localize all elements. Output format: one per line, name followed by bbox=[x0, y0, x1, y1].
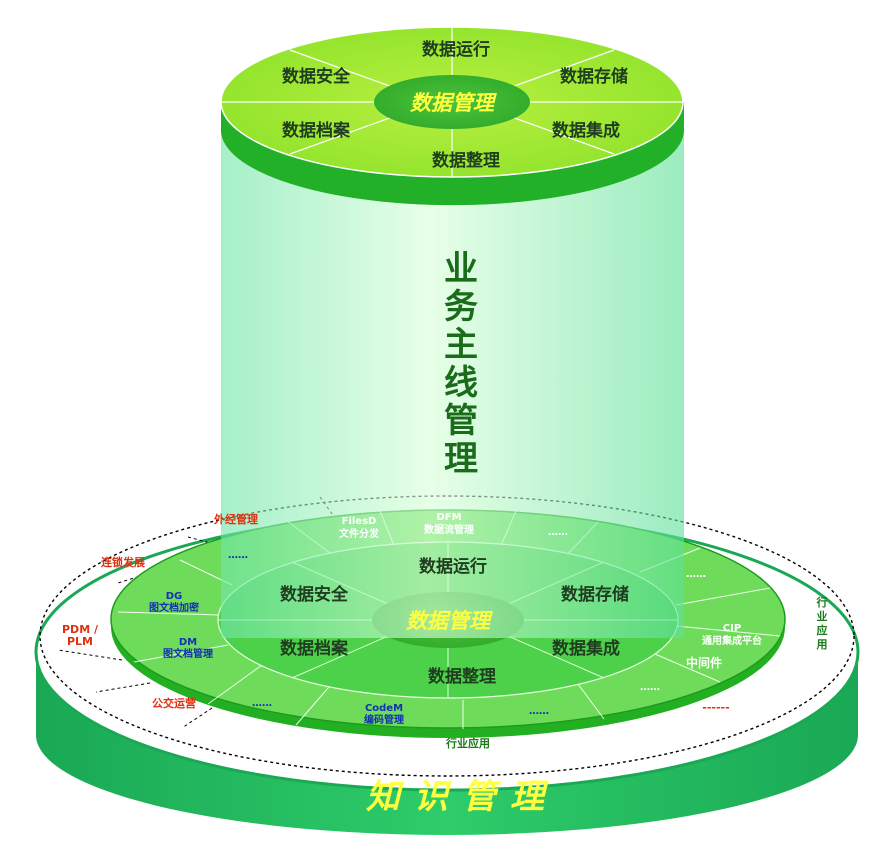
ring-dots-right-lower: …… bbox=[640, 682, 660, 693]
column-label-2: 务 bbox=[444, 287, 478, 327]
middle-seg-bottom: 数据整理 bbox=[428, 666, 496, 687]
column-label-5: 管 bbox=[444, 401, 478, 441]
ring-cip-code: CIP bbox=[723, 623, 741, 634]
middle-seg-lower-right: 数据集成 bbox=[552, 638, 620, 659]
ring-filesd-code: FilesD bbox=[342, 516, 377, 527]
ring-codem-code: CodeM bbox=[365, 703, 403, 714]
middle-disk-labels: 数据管理 数据运行 数据安全 数据存储 数据档案 数据集成 数据整理 Files… bbox=[149, 492, 762, 726]
column-body bbox=[221, 130, 684, 638]
top-seg-upper-right: 数据存储 bbox=[560, 66, 628, 87]
ring-dfm-code: DFM bbox=[436, 512, 461, 523]
outer-ring-labels: 外经管理 连锁发展 PDM / PLM 公交运营 行业应用 ------ 行 业… bbox=[62, 512, 828, 750]
ring-dots-left: …… bbox=[228, 550, 248, 561]
outer-dashes: ------ bbox=[702, 701, 729, 714]
outer-hangye-right-4: 用 bbox=[817, 638, 828, 651]
ring-middleware: 中间件 bbox=[686, 655, 722, 670]
top-seg-lower-left: 数据档案 bbox=[282, 120, 351, 141]
outer-pdm: PDM / bbox=[62, 623, 99, 636]
ring-codem-name: 编码管理 bbox=[364, 713, 404, 726]
middle-seg-top: 数据运行 bbox=[419, 556, 487, 577]
middle-seg-upper-right: 数据存储 bbox=[561, 584, 629, 605]
top-disk-dividers bbox=[221, 27, 683, 177]
business-column: 业 务 主 线 管 理 bbox=[221, 130, 684, 638]
base-label: 知识管理 bbox=[366, 777, 558, 817]
outer-dashed-ring bbox=[39, 495, 855, 777]
top-seg-bottom: 数据整理 bbox=[432, 150, 500, 171]
ring-filesd-name: 文件分发 bbox=[339, 527, 380, 540]
column-label-6: 理 bbox=[444, 439, 478, 479]
ring-dots-top: …… bbox=[439, 492, 459, 503]
top-disk: 数据管理 数据运行 数据安全 数据存储 数据档案 数据集成 数据整理 bbox=[220, 26, 684, 206]
ring-dots-lower-left: …… bbox=[252, 698, 272, 709]
middle-seg-lower-left: 数据档案 bbox=[280, 638, 349, 659]
ring-dots-bottom: …… bbox=[529, 706, 549, 717]
ring-dots-top-right: …… bbox=[548, 527, 568, 538]
ring-dfm-name: 数据流管理 bbox=[424, 523, 474, 536]
ring-dm-name: 图文档管理 bbox=[163, 647, 213, 660]
outer-gongjiao: 公交运营 bbox=[152, 696, 196, 710]
outer-hangye-right-1: 行 bbox=[816, 595, 828, 609]
top-seg-upper-left: 数据安全 bbox=[282, 66, 351, 87]
middle-center-label: 数据管理 bbox=[406, 608, 493, 633]
top-center-label: 数据管理 bbox=[410, 90, 497, 115]
ring-dm-code: DM bbox=[179, 637, 197, 648]
column-label-4: 线 bbox=[444, 363, 478, 403]
ring-dg-name: 图文档加密 bbox=[149, 601, 199, 614]
outer-hangye-bottom: 行业应用 bbox=[445, 736, 490, 750]
outer-liansuo: 连锁发展 bbox=[101, 555, 146, 569]
column-label-3: 主 bbox=[444, 325, 478, 365]
column-label-1: 业 bbox=[444, 249, 478, 289]
outer-hangye-right-3: 应 bbox=[817, 623, 828, 637]
top-seg-top: 数据运行 bbox=[422, 39, 490, 60]
outer-hangye-right-2: 业 bbox=[817, 609, 828, 623]
outer-plm: PLM bbox=[67, 635, 93, 648]
middle-seg-upper-left: 数据安全 bbox=[280, 584, 349, 605]
outer-waijing: 外经管理 bbox=[213, 512, 258, 526]
top-seg-lower-right: 数据集成 bbox=[552, 120, 620, 141]
ring-cip-name: 通用集成平台 bbox=[702, 634, 762, 647]
ring-dg-code: DG bbox=[166, 591, 183, 602]
ring-dots-right-upper: …… bbox=[686, 569, 706, 580]
top-center-disk bbox=[374, 75, 530, 129]
